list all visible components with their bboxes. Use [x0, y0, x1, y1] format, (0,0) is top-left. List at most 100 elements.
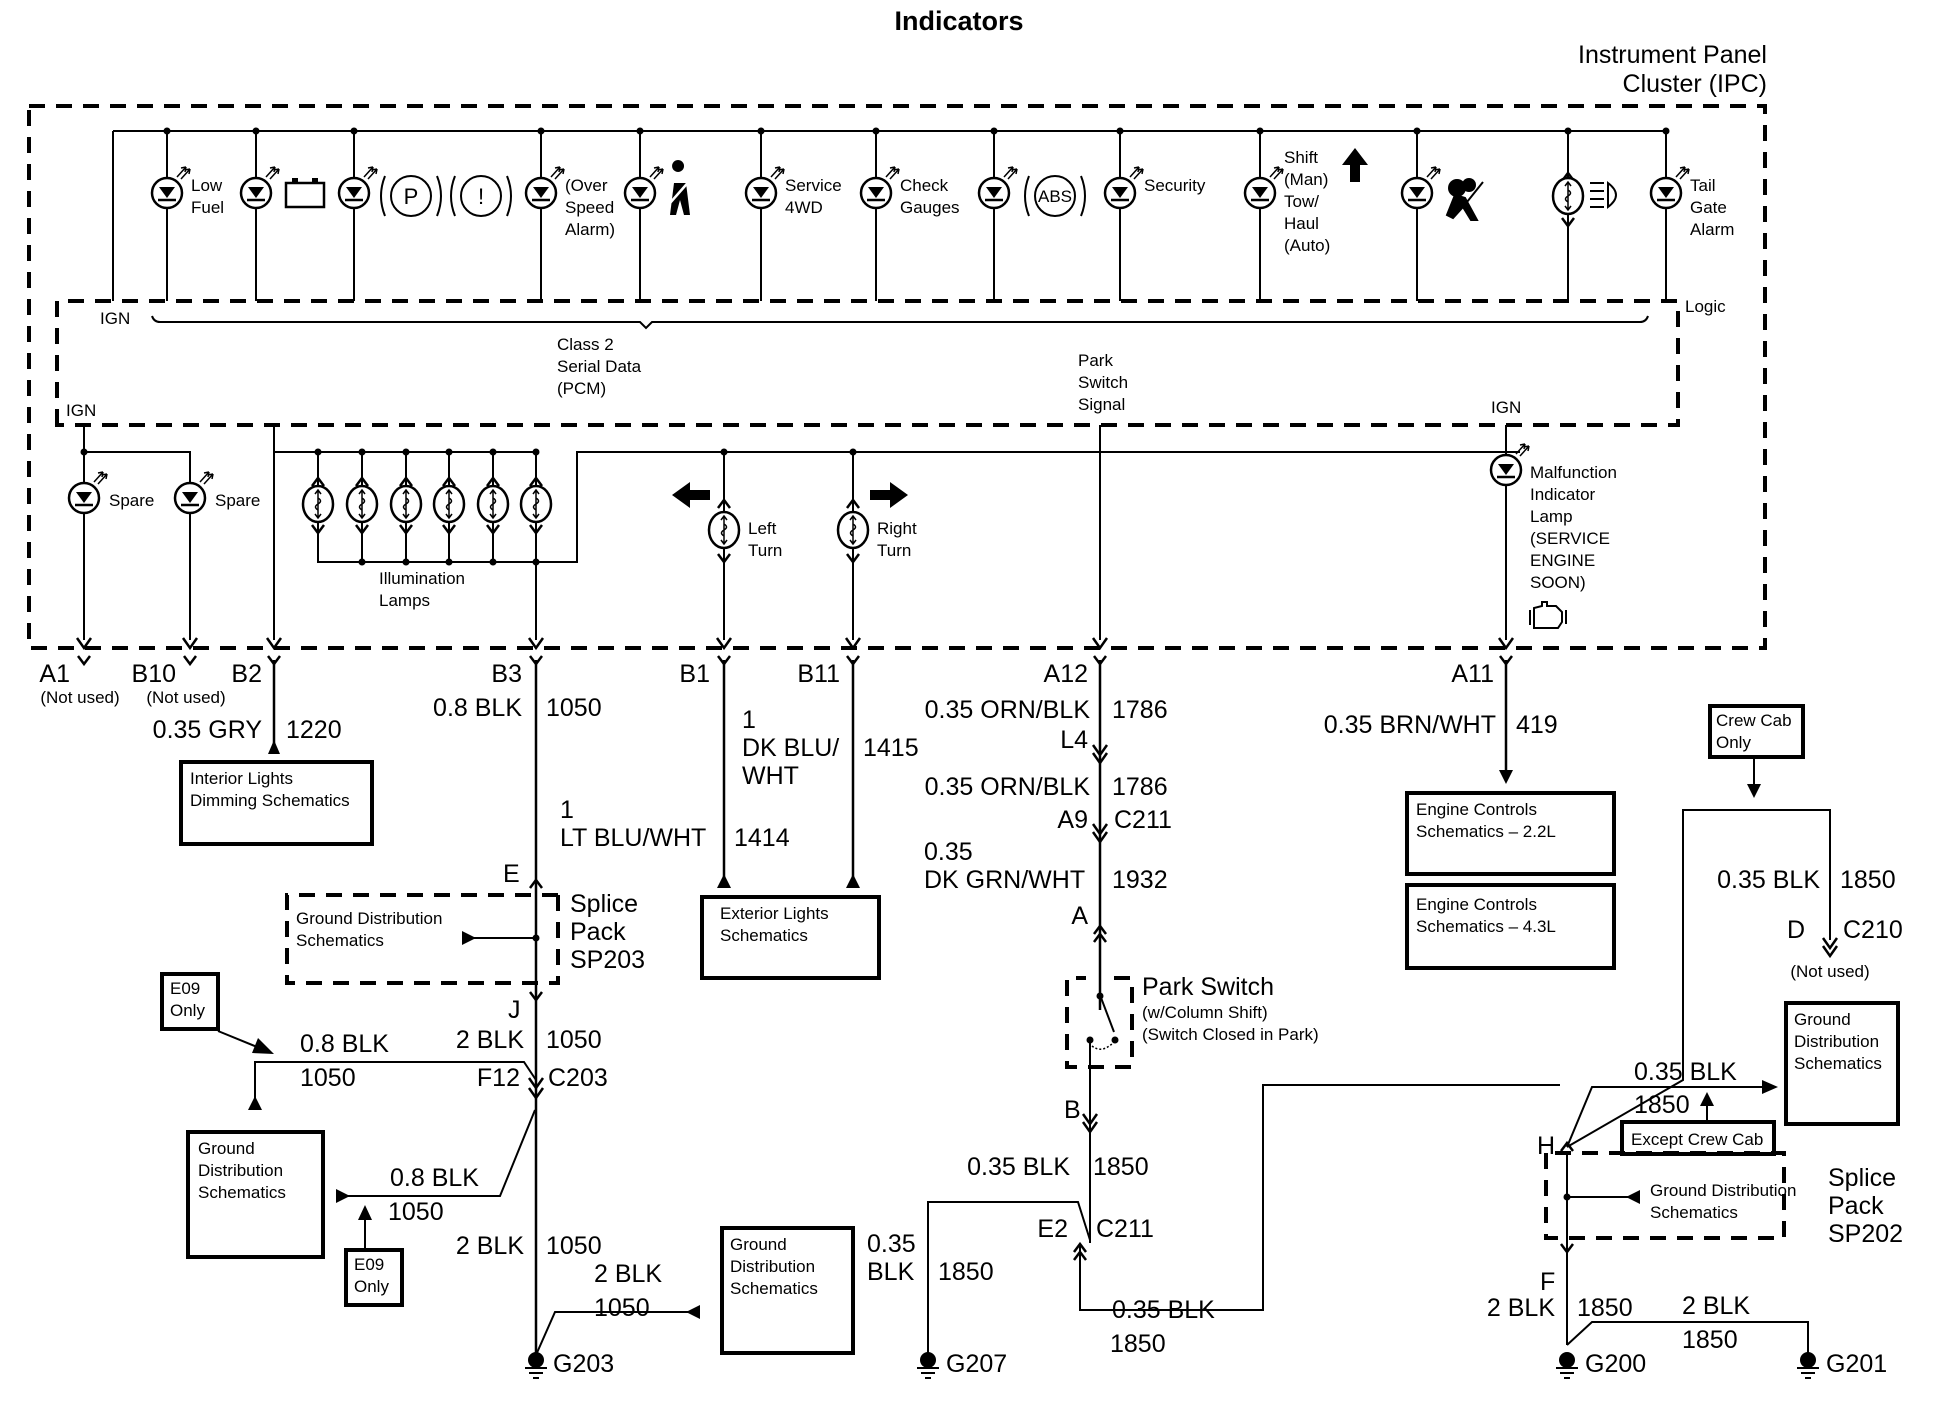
engine-22-ref-box[interactable]	[1405, 791, 1616, 876]
class2-line1: Class 2	[557, 335, 614, 354]
ground-g201-icon	[1796, 1351, 1820, 1379]
left-arrow-icon	[672, 482, 710, 508]
logic-label: Logic	[1685, 297, 1726, 316]
g203-wire-side: 2 BLK	[594, 1260, 662, 1288]
sp203-pin-j: J	[508, 996, 521, 1024]
sp203-label-2: Pack	[570, 918, 626, 946]
indicator-2: P!	[337, 127, 512, 301]
ground-dist-ref-box-left[interactable]	[186, 1130, 325, 1259]
indicator-label: 4WD	[785, 198, 823, 217]
sp203-label-3: SP203	[570, 946, 645, 974]
pin-a: A	[1071, 902, 1088, 930]
pin-l4: L4	[1060, 726, 1088, 754]
a11-circuit: 419	[1516, 711, 1558, 739]
indicator-label: (Auto)	[1284, 236, 1330, 255]
indicator-label: Service	[785, 176, 842, 195]
engine-43-line1: Engine Controls	[1416, 895, 1537, 914]
e09-top-line1: E09	[170, 979, 200, 998]
pin-b10: B10	[132, 660, 176, 688]
engine-icon	[1529, 601, 1567, 629]
crew-cab-line2: Only	[1716, 733, 1751, 752]
park-signal-line3: Signal	[1078, 395, 1125, 414]
g203-circuit-main: 1050	[546, 1232, 602, 1260]
a9-wire-2: DK GRN/WHT	[924, 866, 1085, 894]
indicator-label: Fuel	[191, 198, 224, 217]
class2-line3: (PCM)	[557, 379, 606, 398]
left-turn-label-1: Left	[748, 519, 777, 538]
right-turn-label-1: Right	[877, 519, 917, 538]
indicator-5: Service 4WD	[744, 127, 842, 301]
crew-cab-only-box[interactable]	[1708, 704, 1805, 759]
led-icon	[1243, 165, 1285, 210]
g203-wire-j: 2 BLK	[456, 1026, 524, 1054]
b3-circuit: 1050	[546, 694, 602, 722]
illumination-label-1: Illumination	[379, 569, 465, 588]
interior-lights-ref-box[interactable]	[179, 760, 374, 846]
park-switch-note1: (w/Column Shift)	[1142, 1003, 1268, 1022]
ground-dist-ref-box-middle[interactable]	[720, 1226, 855, 1355]
sp202-label-1: Splice	[1828, 1164, 1896, 1192]
except-crew-cab-box[interactable]	[1620, 1120, 1776, 1156]
d-wire: 0.35 BLK	[1717, 866, 1820, 894]
e09-only-box-top[interactable]	[160, 972, 220, 1031]
class2-line2: Serial Data	[557, 357, 642, 376]
led-icon	[150, 165, 192, 210]
b-circuit: 1850	[1093, 1153, 1149, 1181]
g203-wire-top: 0.8 BLK	[300, 1030, 389, 1058]
indicator-label: Security	[1144, 176, 1206, 195]
mil-label-line: Lamp	[1530, 507, 1573, 526]
gd-mid-line2: Distribution	[730, 1257, 815, 1276]
illumination-bulb-icon	[476, 484, 510, 524]
module-name-line1: Instrument Panel	[1578, 41, 1767, 69]
mil-label-line: ENGINE	[1530, 551, 1595, 570]
engine-43-line2: Schematics – 4.3L	[1416, 917, 1556, 936]
ground-g200-label: G200	[1585, 1350, 1646, 1378]
mil-led-icon	[1489, 442, 1531, 487]
brake-warning-icon: !	[450, 175, 512, 217]
seatbelt-icon	[670, 160, 690, 215]
indicator-label: Speed	[565, 198, 614, 217]
mil-label-line: SOON)	[1530, 573, 1586, 592]
e09-only-box-bottom[interactable]	[344, 1248, 404, 1307]
gd-left-line2: Distribution	[198, 1161, 283, 1180]
led-icon	[744, 165, 786, 210]
b11-circuit: 1415	[863, 734, 919, 762]
illumination-bulb-icon	[389, 484, 423, 524]
indicator-label: Haul	[1284, 214, 1319, 233]
sp202-boundary	[1544, 1151, 1786, 1240]
e09-top-line2: Only	[170, 1001, 205, 1020]
ground-g207-icon	[916, 1351, 940, 1379]
bottom-circuit: 1850	[1110, 1330, 1166, 1358]
ground-g203-icon	[524, 1351, 548, 1379]
right-turn-bulb-icon	[836, 510, 870, 550]
b1-circuit: 1414	[734, 824, 790, 852]
illumination-label-2: Lamps	[379, 591, 430, 610]
park-signal-line2: Switch	[1078, 373, 1128, 392]
pin-a11: A11	[1451, 660, 1494, 688]
interior-ref-line1: Interior Lights	[190, 769, 293, 788]
led-icon	[1400, 165, 1442, 210]
shift-up-arrow-icon	[1342, 148, 1368, 182]
pin-f: F	[1540, 1268, 1555, 1296]
spare-led-icon-1	[67, 470, 109, 515]
class2-bracket	[151, 315, 1649, 330]
spare-label-2: Spare	[215, 491, 260, 510]
indicator-1	[239, 127, 326, 301]
mil-label-line: Indicator	[1530, 485, 1596, 504]
airbag-icon	[1445, 181, 1484, 221]
sp202-label-2: Pack	[1828, 1192, 1884, 1220]
sp203-ref-line2: Schematics	[296, 931, 384, 950]
engine-43-ref-box[interactable]	[1405, 883, 1616, 970]
ground-dist-ref-box-right[interactable]	[1784, 1001, 1900, 1126]
illumination-bulb-icon	[432, 484, 466, 524]
exterior-lights-ref-box[interactable]	[700, 895, 881, 980]
b2-circuit: 1220	[286, 716, 342, 744]
mil-label-line: (SERVICE	[1530, 529, 1610, 548]
gd-mid-line3: Schematics	[730, 1279, 818, 1298]
ground-g201-label: G201	[1826, 1350, 1887, 1378]
g203-circuit-side: 1050	[594, 1294, 650, 1322]
